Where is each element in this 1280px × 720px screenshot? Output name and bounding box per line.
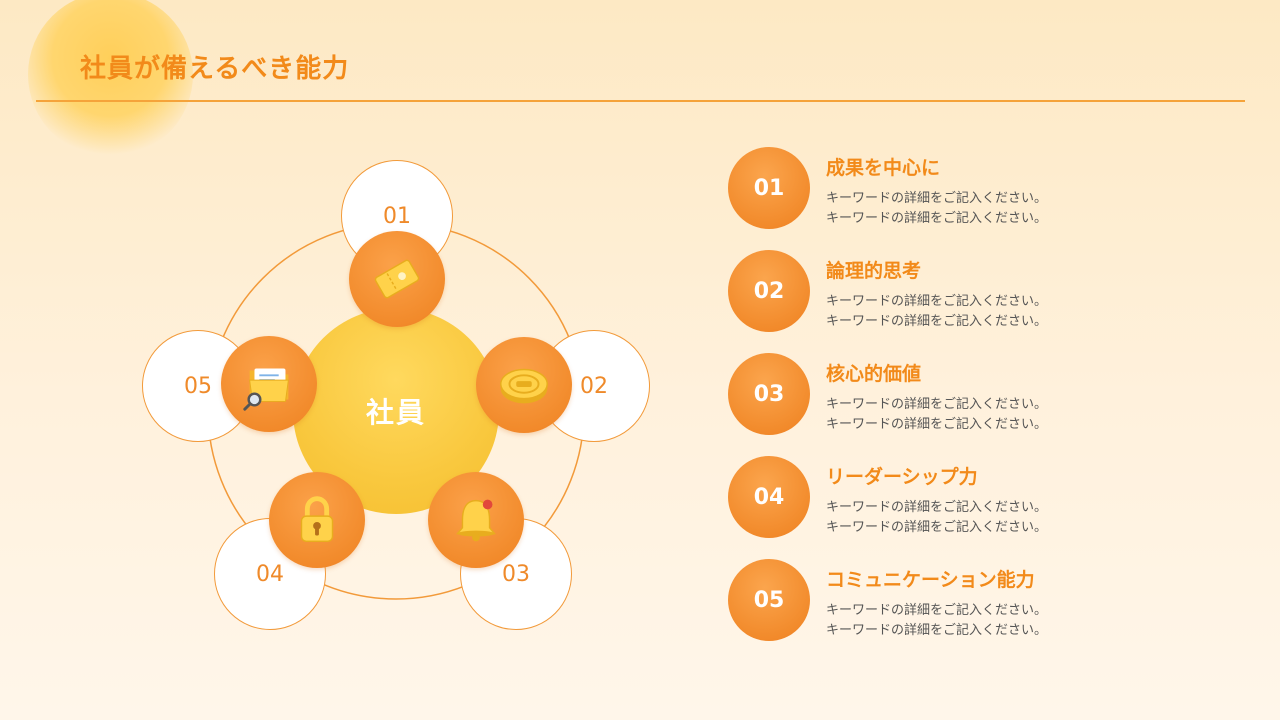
ticket-icon [374, 259, 420, 299]
item-description-line: キーワードの詳細をご記入ください。 [826, 294, 1048, 309]
item-number-badge: 05 [728, 559, 810, 641]
node-icon-01 [349, 231, 445, 327]
node-icon-02 [476, 337, 572, 433]
ability-item-01: 01 成果を中心に キーワードの詳細をご記入ください。 キーワードの詳細をご記入… [728, 147, 1248, 229]
node-icon-05 [221, 336, 317, 432]
ability-item-05: 05 コミュニケーション能力 キーワードの詳細をご記入ください。 キーワードの詳… [728, 559, 1248, 641]
padlock-icon [300, 496, 334, 543]
item-description-line: キーワードの詳細をご記入ください。 [826, 211, 1048, 226]
node-icon-04 [269, 472, 365, 568]
item-description-line: キーワードの詳細をご記入ください。 [826, 520, 1048, 535]
item-number-badge: 04 [728, 456, 810, 538]
item-description-line: キーワードの詳細をご記入ください。 [826, 500, 1048, 515]
item-description-line: キーワードの詳細をご記入ください。 [826, 417, 1048, 432]
item-title: コミュニケーション能力 [826, 569, 1035, 591]
item-description-line: キーワードの詳細をご記入ください。 [826, 623, 1048, 638]
page-title: 社員が備えるべき能力 [80, 54, 350, 84]
item-number-badge: 02 [728, 250, 810, 332]
item-description-line: キーワードの詳細をご記入ください。 [826, 603, 1048, 618]
ability-item-03: 03 核心的価値 キーワードの詳細をご記入ください。 キーワードの詳細をご記入く… [728, 353, 1248, 435]
coin-icon [500, 368, 548, 404]
title-divider [36, 100, 1245, 102]
ability-item-04: 04 リーダーシップ力 キーワードの詳細をご記入ください。 キーワードの詳細をご… [728, 456, 1248, 538]
item-title: リーダーシップ力 [826, 466, 978, 488]
item-description-line: キーワードの詳細をご記入ください。 [826, 314, 1048, 329]
item-title: 成果を中心に [826, 157, 941, 179]
item-title: 核心的価値 [826, 363, 922, 385]
ability-item-02: 02 論理的思考 キーワードの詳細をご記入ください。 キーワードの詳細をご記入く… [728, 250, 1248, 332]
node-icon-03 [428, 472, 524, 568]
item-number-badge: 03 [728, 353, 810, 435]
item-number-badge: 01 [728, 147, 810, 229]
item-description-line: キーワードの詳細をご記入ください。 [826, 397, 1048, 412]
decorative-sun-circle [28, 0, 193, 157]
bell-icon [456, 499, 496, 542]
folder-search-icon [243, 368, 289, 411]
item-description-line: キーワードの詳細をご記入ください。 [826, 191, 1048, 206]
item-title: 論理的思考 [826, 260, 922, 282]
